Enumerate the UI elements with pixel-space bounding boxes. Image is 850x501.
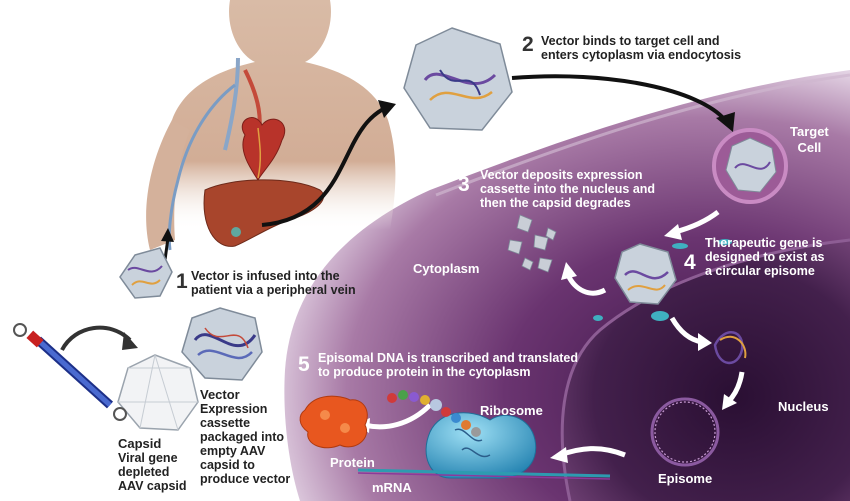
capsid-empty bbox=[117, 354, 199, 431]
arrow-packaging bbox=[60, 325, 132, 352]
step-2-number: 2 bbox=[522, 33, 534, 56]
step-3-number: 3 bbox=[458, 173, 470, 196]
nucleus bbox=[560, 238, 850, 501]
capsid-caption: Capsid Viral gene depleted AAV capsid bbox=[118, 436, 187, 494]
episome-circle bbox=[650, 397, 720, 467]
capsid-step2 bbox=[403, 27, 513, 131]
nucleus-label: Nucleus bbox=[778, 399, 829, 414]
step-1-number: 1 bbox=[176, 270, 188, 293]
vector-caption: Vector Expression cassette packaged into… bbox=[200, 387, 291, 487]
nuclear-pores bbox=[593, 239, 732, 321]
capsid-step4 bbox=[614, 243, 677, 305]
arrow-into-nucleus bbox=[669, 316, 712, 351]
arrow-to-episome bbox=[722, 371, 745, 410]
step-5-text: Episomal DNA is transcribed and translat… bbox=[318, 351, 579, 379]
ribosome bbox=[425, 412, 537, 479]
released-cassette bbox=[713, 331, 747, 365]
arrow-capsid-degrades bbox=[561, 262, 607, 296]
step-5-number: 5 bbox=[298, 353, 310, 376]
heart bbox=[241, 117, 285, 181]
episome-label: Episome bbox=[658, 471, 713, 486]
amino-acid-chain bbox=[387, 390, 481, 437]
arrow-transcription bbox=[550, 446, 626, 463]
mrna-strand bbox=[357, 468, 611, 478]
cytoplasm-label: Cytoplasm bbox=[413, 261, 480, 276]
protein bbox=[299, 395, 368, 449]
protein-label: Protein bbox=[330, 455, 375, 470]
arrow-endocytosis bbox=[664, 209, 720, 240]
target-cell-endosome bbox=[712, 128, 788, 204]
mrna-label: mRNA bbox=[372, 480, 412, 495]
capsid-step1 bbox=[119, 247, 173, 299]
degraded-capsid bbox=[507, 214, 557, 273]
vector-particle bbox=[181, 307, 263, 381]
expression-cassette-plasmid bbox=[13, 323, 127, 421]
arrow-infusion bbox=[163, 237, 170, 261]
ribosome-label: Ribosome bbox=[480, 403, 543, 418]
arrow-to-bloodstream bbox=[261, 106, 386, 227]
arrow-to-target-cell bbox=[511, 74, 727, 122]
step-4-number: 4 bbox=[684, 251, 696, 274]
